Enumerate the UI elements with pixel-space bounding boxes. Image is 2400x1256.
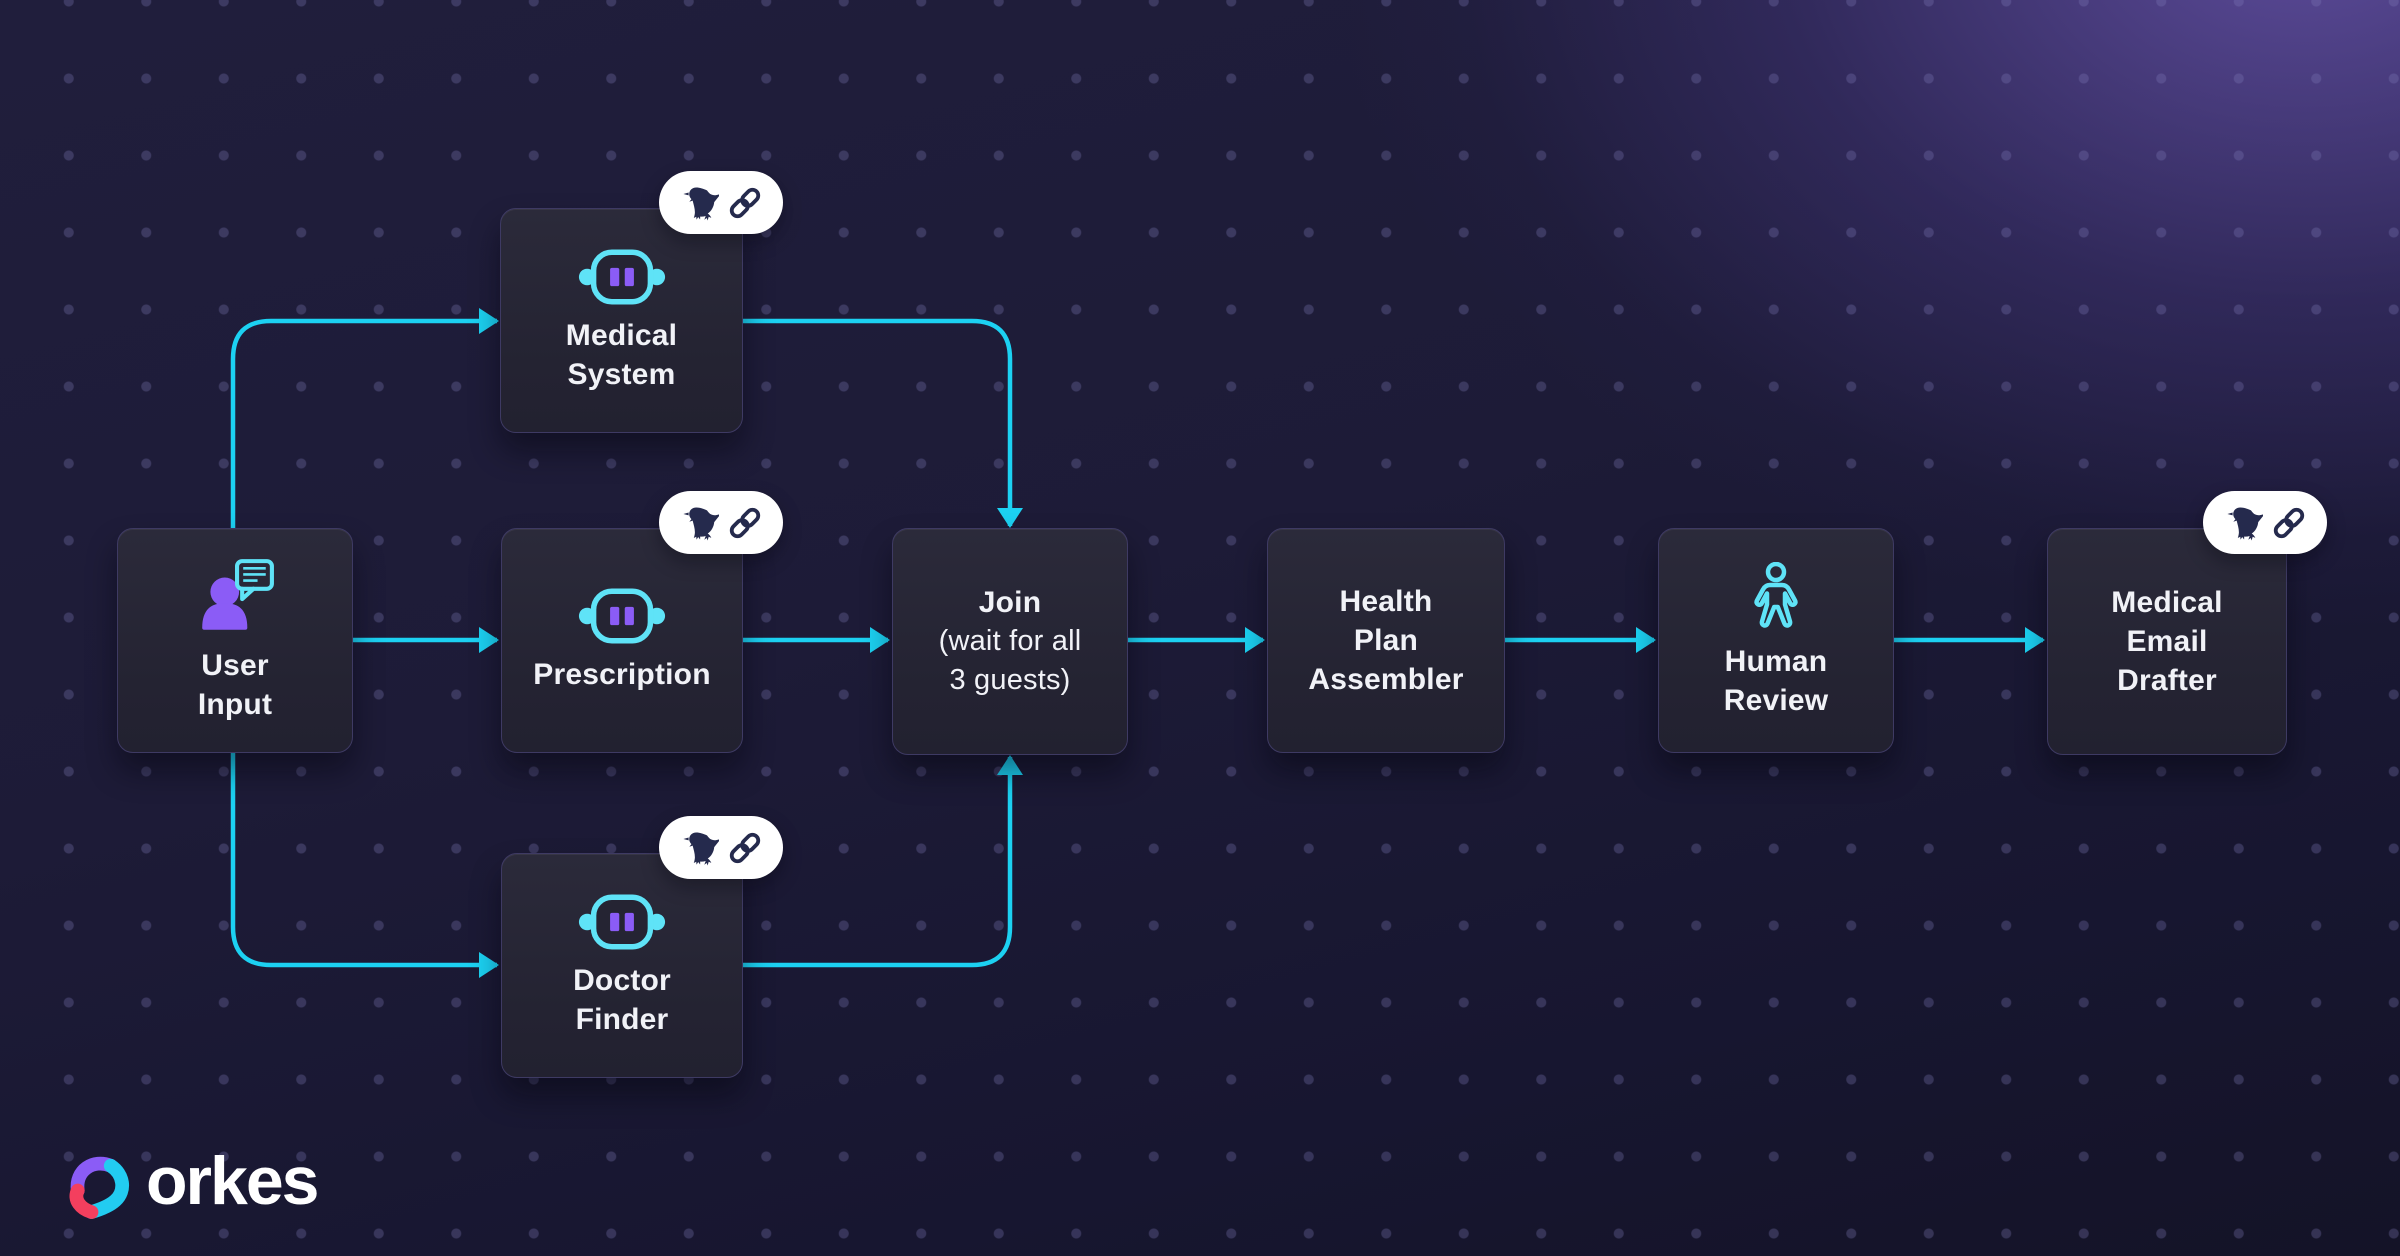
node-human-review[interactable]: Human Review [1658, 528, 1894, 753]
edge-user-to-doctor-finder [230, 753, 499, 978]
node-label-line: Human [1724, 644, 1828, 678]
node-label-line: Medical [565, 318, 678, 352]
node-medical-email-drafter[interactable]: Medical Email Drafter [2047, 491, 2327, 755]
orkes-logo-text: orkes [146, 1143, 319, 1219]
node-label-line: Medical [2111, 586, 2223, 619]
node-label-line: User [201, 648, 269, 682]
node-label-line: Assembler [1308, 663, 1464, 696]
node-doctor-finder[interactable]: Doctor Finder [501, 816, 783, 1078]
crow-icon [679, 503, 719, 543]
crow-icon [679, 183, 719, 223]
node-label-line: Health [1339, 585, 1433, 618]
orkes-logo: orkes [64, 1143, 319, 1224]
node-label-line: Input [197, 687, 273, 721]
worker-badge[interactable] [659, 491, 783, 554]
crow-icon [679, 828, 719, 868]
edge-user-to-medical-system [230, 308, 499, 528]
node-join[interactable]: Join (wait for all 3 guests) [892, 528, 1128, 755]
worker-badge[interactable] [659, 816, 783, 879]
robot-icon [578, 248, 666, 306]
node-label-line: Join [978, 586, 1042, 619]
node-label-line: Doctor [573, 963, 671, 997]
link-icon [2270, 504, 2308, 542]
node-prescription[interactable]: Prescription [501, 491, 783, 753]
worker-badge[interactable] [659, 171, 783, 234]
node-label-line: Email [2126, 625, 2208, 658]
link-icon [726, 829, 764, 867]
edge-medical-system-to-join [743, 318, 1023, 528]
node-medical-system[interactable]: Medical System [500, 171, 783, 433]
node-label-line: 3 guests) [949, 664, 1071, 696]
node-health-plan-assembler[interactable]: Health Plan Assembler [1267, 528, 1505, 753]
robot-icon [578, 587, 666, 645]
node-label-line: Drafter [2117, 664, 2217, 697]
crow-icon [2223, 503, 2263, 543]
node-label-line: Plan [1353, 624, 1419, 657]
node-user-input[interactable]: User Input [117, 528, 353, 753]
node-label-line: Finder [575, 1002, 669, 1036]
node-label-line: System [567, 357, 676, 391]
node-label-line: (wait for all [938, 625, 1082, 657]
node-label-line: Prescription [533, 658, 711, 691]
orkes-logo-mark-icon [64, 1150, 130, 1220]
robot-icon [578, 893, 666, 951]
worker-badge[interactable] [2203, 491, 2327, 554]
edge-doctor-finder-to-join [743, 755, 1023, 968]
node-label-line: Review [1723, 683, 1829, 717]
link-icon [726, 184, 764, 222]
link-icon [726, 504, 764, 542]
user-chat-icon [194, 558, 276, 636]
human-icon [1744, 561, 1808, 632]
